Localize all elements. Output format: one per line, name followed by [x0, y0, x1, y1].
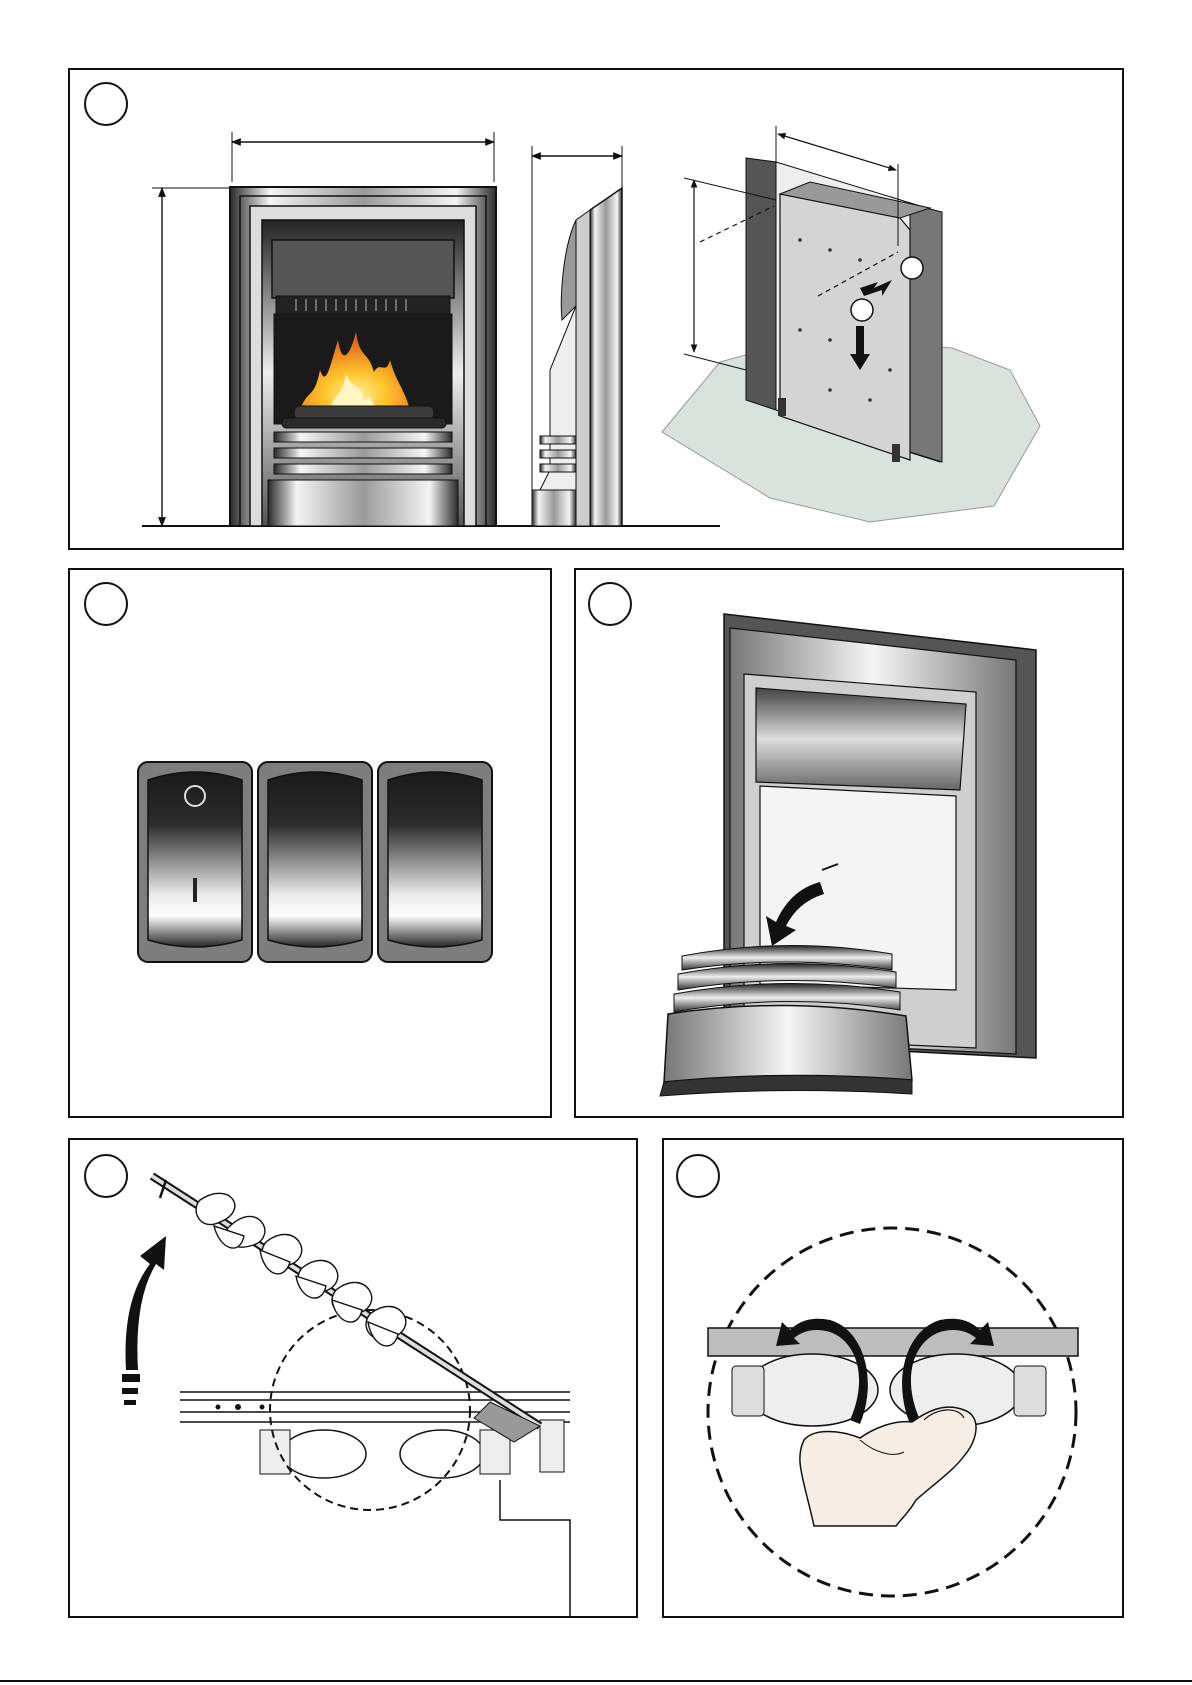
fuel-bed-ribbon: [196, 1193, 406, 1346]
canopy-hood: [756, 688, 966, 790]
on-symbol-icon: [193, 878, 197, 902]
figure-3-panel: [574, 568, 1124, 1118]
figure-5-panel: [662, 1138, 1124, 1618]
wall-mounting-view: [662, 126, 1040, 522]
step-a-marker: [901, 257, 923, 279]
lamp-rail: [708, 1328, 1078, 1356]
fireplace-front-view: [230, 187, 496, 526]
figure-4-panel: [68, 1138, 638, 1618]
figure-2-drawing: [70, 570, 552, 1118]
detail-circle: [270, 1310, 470, 1510]
figure-2-panel: [68, 568, 552, 1118]
figure-4-drawing: [70, 1140, 638, 1618]
lamp-left: [282, 1430, 366, 1478]
rocker-switch-2[interactable]: [258, 762, 372, 962]
lamp-right: [400, 1430, 484, 1478]
figure-1-drawing: [70, 70, 1124, 550]
step-b-marker: [851, 299, 873, 321]
figure-5-drawing: [664, 1140, 1124, 1618]
rocker-switch-1[interactable]: [138, 762, 252, 962]
lift-arrow: [126, 1236, 167, 1370]
figure-1-panel: [68, 68, 1124, 550]
figure-3-drawing: [576, 570, 1124, 1118]
rocker-switch-3[interactable]: [378, 762, 492, 962]
fireplace-side-view: [532, 188, 622, 526]
page-footer-rule: [0, 1680, 1192, 1682]
